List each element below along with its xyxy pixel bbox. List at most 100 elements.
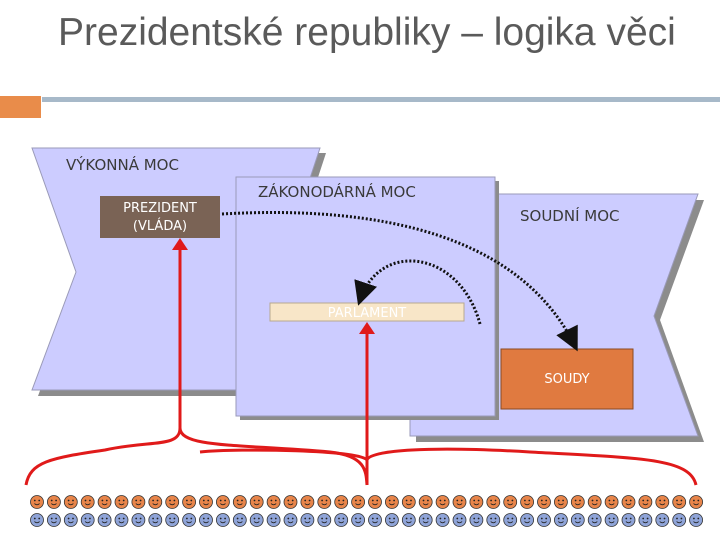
smiley-face-icon — [266, 495, 281, 509]
executive-power-label: VÝKONNÁ MOC — [66, 155, 179, 174]
government-label: (VLÁDA) — [133, 218, 187, 234]
smiley-face-icon — [655, 513, 670, 527]
president-election-arrowhead — [172, 238, 188, 250]
parliament-election-line-left — [199, 448, 369, 462]
smiley-face-icon — [570, 495, 585, 509]
courts-label: SOUDY — [544, 372, 589, 387]
smiley-face-icon — [435, 495, 450, 509]
smiley-face-icon — [486, 495, 501, 509]
president-to-courts-arrow — [221, 211, 578, 352]
smiley-face-icon — [655, 495, 670, 509]
president-election-line-left — [24, 242, 182, 486]
smiley-face-icon — [621, 513, 636, 527]
smiley-face-icon — [689, 513, 703, 527]
smiley-face-icon — [232, 513, 247, 527]
president-label: PREZIDENT — [123, 201, 197, 216]
smiley-face-icon — [317, 495, 332, 509]
smiley-face-icon — [368, 495, 382, 509]
smiley-face-icon — [486, 513, 501, 527]
president-election-line-right — [178, 427, 369, 486]
smiley-face-icon — [418, 495, 433, 509]
smiley-face-icon — [384, 495, 399, 509]
smiley-face-icon — [114, 513, 129, 527]
smiley-face-icon — [587, 513, 602, 527]
legislative-power-label: ZÁKONODÁRNÁ MOC — [258, 182, 416, 201]
smiley-face-icon — [317, 513, 332, 527]
smiley-face-icon — [520, 513, 534, 527]
smiley-face-icon — [182, 495, 197, 509]
smiley-face-icon — [182, 513, 197, 527]
smiley-face-icon — [131, 495, 146, 509]
smiley-face-icon — [452, 513, 467, 527]
parliament-label: PARLAMENT — [328, 306, 407, 321]
smiley-face-icon — [554, 495, 568, 509]
smiley-face-icon — [165, 513, 180, 527]
smiley-face-icon — [30, 495, 44, 509]
parliament-election-arrowhead — [359, 322, 375, 334]
smiley-face-icon — [232, 495, 247, 509]
judicial-power-label: SOUDNÍ MOC — [520, 206, 620, 225]
smiley-face-icon — [334, 513, 349, 527]
smiley-face-icon — [215, 495, 230, 509]
smiley-face-icon — [114, 495, 129, 509]
parliament-box: PARLAMENT — [269, 302, 465, 322]
smiley-face-icon — [215, 513, 230, 527]
smiley-face-icon — [503, 495, 518, 509]
smiley-face-icon — [97, 513, 112, 527]
smiley-face-icon — [131, 513, 146, 527]
smiley-face-icon — [672, 513, 687, 527]
smiley-face-icon — [638, 513, 653, 527]
smiley-face-icon — [604, 495, 619, 509]
smiley-face-icon — [283, 495, 298, 509]
courts-box: SOUDY — [500, 348, 634, 410]
smiley-face-icon — [621, 495, 636, 509]
smiley-face-icon — [570, 513, 585, 527]
smiley-face-icon — [384, 513, 399, 527]
smiley-face-icon — [80, 513, 95, 527]
smiley-face-icon — [249, 513, 264, 527]
smiley-face-icon — [672, 495, 687, 509]
title-accent-block — [0, 96, 41, 118]
smiley-face-icon — [266, 513, 281, 527]
smiley-face-icon — [63, 513, 78, 527]
smiley-face-icon — [47, 495, 61, 509]
smiley-face-icon — [199, 513, 213, 527]
title-divider — [42, 97, 720, 102]
smiley-face-icon — [334, 495, 349, 509]
smiley-face-icon — [63, 495, 78, 509]
smiley-face-icon — [368, 513, 382, 527]
smiley-face-icon — [47, 513, 61, 527]
smiley-face-icon — [351, 495, 366, 509]
smiley-face-icon — [351, 513, 366, 527]
smiley-face-icon — [300, 513, 315, 527]
smiley-face-icon — [249, 495, 264, 509]
smiley-face-icon — [638, 495, 653, 509]
smiley-face-icon — [283, 513, 298, 527]
smiley-face-icon — [80, 495, 95, 509]
smiley-face-icon — [469, 513, 484, 527]
smiley-face-icon — [148, 513, 163, 527]
smiley-face-icon — [503, 513, 518, 527]
smiley-face-icon — [401, 513, 416, 527]
smiley-face-icon — [554, 513, 568, 527]
smiley-face-icon — [537, 495, 551, 509]
smiley-face-icon — [401, 495, 416, 509]
citizens-group — [30, 495, 703, 527]
president-box: PREZIDENT (VLÁDA) — [100, 196, 220, 238]
smiley-face-icon — [199, 495, 213, 509]
smiley-face-icon — [520, 495, 534, 509]
smiley-face-icon — [300, 495, 315, 509]
smiley-face-icon — [148, 495, 163, 509]
smiley-face-icon — [435, 513, 450, 527]
smiley-face-icon — [97, 495, 112, 509]
smiley-face-icon — [537, 513, 551, 527]
slide-title: Prezidentské republiky – logika věci — [58, 11, 676, 54]
smiley-face-icon — [604, 513, 619, 527]
election-lines — [24, 242, 698, 486]
smiley-face-icon — [418, 513, 433, 527]
smiley-face-icon — [30, 513, 44, 527]
smiley-face-icon — [689, 495, 703, 509]
parliament-election-line-right — [365, 447, 698, 486]
smiley-face-icon — [469, 495, 484, 509]
